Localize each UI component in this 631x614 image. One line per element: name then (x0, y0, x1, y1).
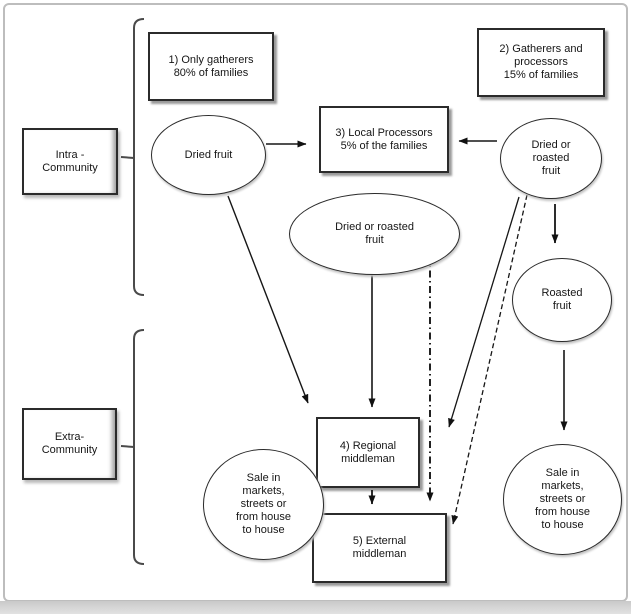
bottom-strip (0, 601, 631, 614)
box-external-middleman: 5) External middleman (312, 513, 447, 583)
ellipse-dried-or-roasted-right: Dried or roasted fruit (500, 118, 602, 199)
intra-community-label: Intra - Community (22, 128, 118, 195)
box-gatherers-processors: 2) Gatherers and processors 15% of famil… (477, 28, 605, 97)
circle-sale-left: Sale in markets, streets or from house t… (203, 449, 324, 560)
ellipse-dried-or-roasted-mid: Dried or roasted fruit (289, 193, 460, 275)
box-regional-middleman: 4) Regional middleman (316, 417, 420, 488)
circle-sale-right: Sale in markets, streets or from house t… (503, 444, 622, 555)
box-only-gatherers: 1) Only gatherers 80% of families (148, 32, 274, 101)
ellipse-dried-fruit: Dried fruit (151, 115, 266, 195)
extra-community-label: Extra- Community (22, 408, 117, 480)
box-local-processors: 3) Local Processors 5% of the families (319, 106, 449, 173)
ellipse-roasted-fruit: Roasted fruit (512, 258, 612, 342)
